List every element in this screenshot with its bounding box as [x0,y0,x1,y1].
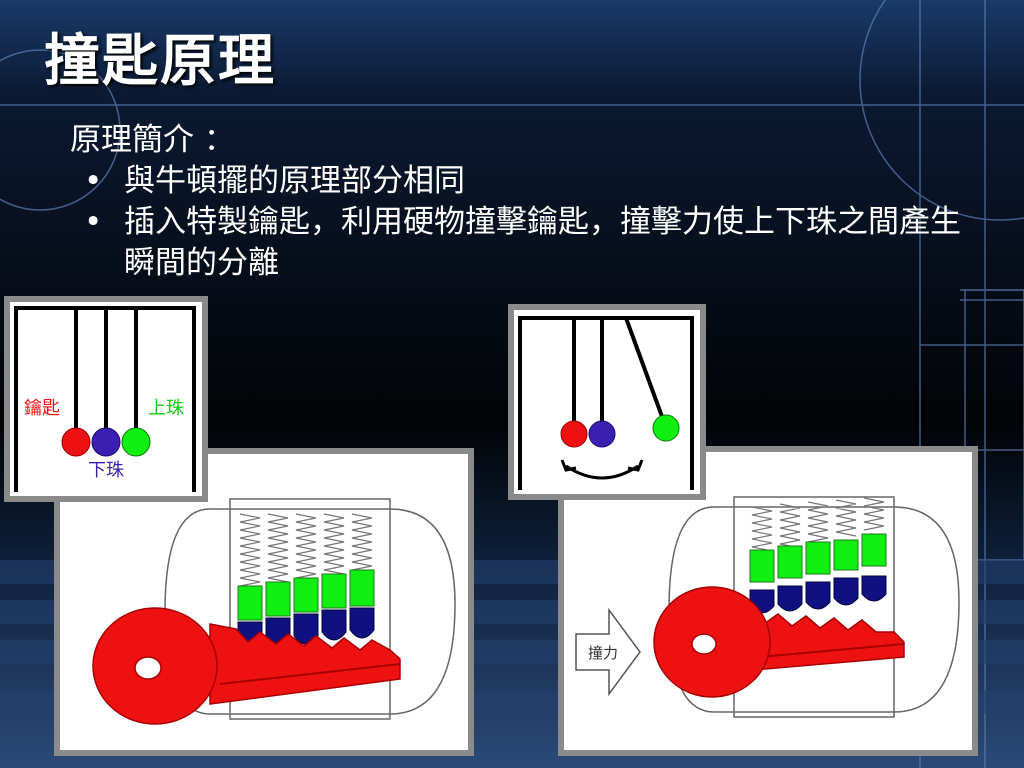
bump-key [92,607,401,725]
key-ball [560,420,588,448]
lower-pin-ball [91,427,121,457]
pendulum-inset-swing [508,304,706,500]
pendulum-rest-svg: 鑰匙 上珠 下珠 [14,306,196,492]
force-arrow-icon: 撞力 [575,607,641,697]
swing-arrow-icon [565,464,639,480]
bullet-marker: • [84,204,103,240]
lock-rest-svg [92,498,456,725]
lock-bumped-svg: 撞力 [575,496,960,718]
pin-springs [239,513,373,595]
bump-key [653,586,905,698]
bullet-text: 與牛頓擺的原理部分相同 [124,163,465,199]
upper-pins [237,569,375,621]
bullet-item: • 插入特製鑰匙，利用硬物撞擊鑰匙，撞擊力使上下珠之間產生瞬間的分離 [70,202,970,284]
bullet-marker: • [84,163,103,199]
upper-pin-ball [121,427,151,457]
pendulum-swing-svg [518,316,694,490]
slide-title: 撞匙原理 [44,29,276,94]
intro-heading: 原理簡介 ： [70,122,235,158]
lower-pin-label: 下珠 [88,460,124,481]
force-label: 撞力 [588,644,618,662]
upper-pin-ball [652,414,680,442]
intro-text-block: 原理簡介 ： • 與牛頓擺的原理部分相同 • 插入特製鑰匙，利用硬物撞擊鑰匙，撞… [70,120,970,284]
bullet-list: • 與牛頓擺的原理部分相同 • 插入特製鑰匙，利用硬物撞擊鑰匙，撞擊力使上下珠之… [70,161,970,284]
upper-pin-label: 上珠 [148,398,184,419]
key-label: 鑰匙 [24,398,60,419]
pin-springs [751,497,885,552]
pendulum-inset-rest: 鑰匙 上珠 下珠 [4,296,208,502]
bullet-text: 插入特製鑰匙，利用硬物撞擊鑰匙，撞擊力使上下珠之間產生瞬間的分離 [124,204,961,281]
bullet-item: • 與牛頓擺的原理部分相同 [70,161,970,202]
lock-diagram-bumped: 撞力 [558,446,978,756]
lower-pin-ball [588,420,616,448]
upper-pins [749,533,887,583]
key-ball [61,427,91,457]
